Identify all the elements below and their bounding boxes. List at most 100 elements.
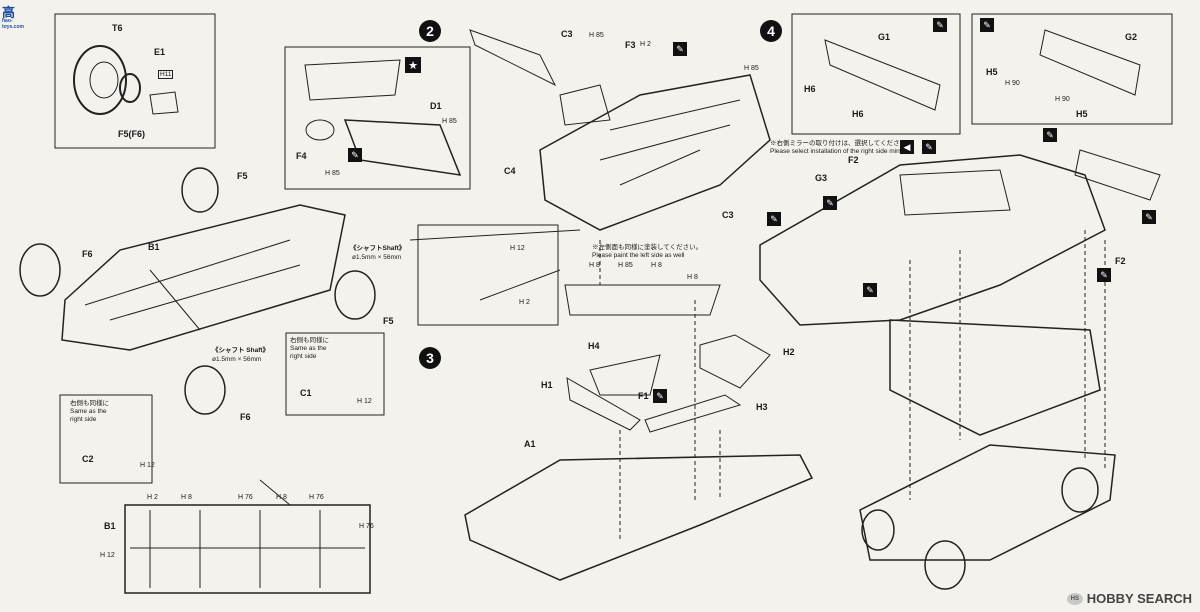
part-label-f2: F2	[848, 155, 859, 165]
paint-code: H 8	[651, 262, 662, 269]
part-label-c2: C2	[82, 454, 94, 464]
cement-icon: ✎	[980, 18, 994, 32]
c2-detail-box	[59, 394, 153, 484]
panel-h4	[589, 354, 661, 396]
part-label-h2: H2	[783, 347, 795, 357]
step-3-badge: 3	[419, 347, 441, 369]
interior-right	[889, 319, 1101, 436]
same-right-side-note: 右側も同様に Same as the right side	[290, 337, 329, 360]
paint-code: H 2	[519, 299, 530, 306]
watermark-text: 高	[2, 5, 16, 20]
part-label-f5: F5	[383, 316, 394, 326]
paint-code: H11	[158, 70, 174, 79]
bumper-detail-box	[971, 13, 1173, 125]
paint-code: H 12	[140, 462, 155, 469]
part-label-h5: H5	[986, 67, 998, 77]
part-label-g1: G1	[878, 32, 891, 42]
shaft-note-title: 《シャフト Shaft》	[212, 347, 270, 354]
part-label-f3: F3	[625, 40, 636, 50]
paint-code: H 90	[1005, 80, 1020, 87]
paint-code: H 85	[325, 170, 340, 177]
shaft-note-dimension: ø1.5mm × 56mm	[212, 356, 262, 363]
paint-code: H 85	[744, 65, 759, 72]
same-right-side-note: 右側も同様に Same as the right side	[70, 400, 109, 423]
seat-detail-box	[417, 224, 559, 326]
watermark-logo-bottom-right: HS HOBBY SEARCH	[1066, 591, 1192, 606]
wheel-f6-right	[184, 365, 226, 415]
paint-code: H 85	[442, 118, 457, 125]
wheel-f5-front	[181, 167, 219, 213]
cement-icon: ✎	[348, 148, 362, 162]
tonneau	[469, 29, 557, 87]
paint-code: H 12	[100, 552, 115, 559]
watermark-logo-top-left: 高 hao-toys.com	[2, 2, 24, 30]
part-label-h6: H6	[804, 84, 816, 94]
paint-code: H 76	[309, 494, 324, 501]
wheel-f5-right	[334, 270, 376, 320]
paint-code: H 8	[687, 274, 698, 281]
part-label-h3: H3	[756, 402, 768, 412]
tire-t6	[73, 45, 127, 115]
wheel-detail-box	[54, 13, 216, 149]
part-label-g3: G3	[815, 173, 828, 183]
part-label-g2: G2	[1125, 32, 1138, 42]
grille-g1	[824, 39, 941, 111]
paint-code: H 85	[618, 262, 633, 269]
grille-detail-box	[791, 13, 961, 135]
hub-f5	[149, 91, 179, 115]
paint-code: H 8	[589, 262, 600, 269]
panel-h2	[699, 334, 771, 389]
cement-icon: ✎	[653, 389, 667, 403]
paint-code: H 8	[181, 494, 192, 501]
lower-body-a1	[464, 454, 814, 581]
part-label-h4: H4	[588, 341, 600, 351]
paint-code: H 8	[276, 494, 287, 501]
paint-code: H 90	[1055, 96, 1070, 103]
panel-h3	[644, 394, 742, 433]
part-label-f4: F4	[296, 151, 307, 161]
watermark-text: HOBBY SEARCH	[1086, 591, 1192, 606]
paint-code: H 12	[510, 245, 525, 252]
upper-body	[759, 154, 1106, 326]
cement-icon: ✎	[1097, 268, 1111, 282]
step-4-badge: 4	[760, 20, 782, 42]
rear-bumper	[1074, 149, 1161, 201]
part-label-c3: C3	[561, 29, 573, 39]
part-label-b1: B1	[104, 521, 116, 531]
mirror-selection-note: ※右側ミラーの取り付けは、選択してください。 Please select ins…	[770, 140, 913, 155]
part-label-h5: H5	[1076, 109, 1088, 119]
part-label-a1: A1	[524, 439, 536, 449]
shaft-note-title: 《シャフトShaft》	[350, 245, 406, 252]
cement-icon: ✎	[922, 140, 936, 154]
paint-code: H 2	[640, 41, 651, 48]
part-label-h1: H1	[541, 380, 553, 390]
paint-code: H 76	[359, 523, 374, 530]
part-label-c4: C4	[504, 166, 516, 176]
cement-icon: ✎	[673, 42, 687, 56]
paint-code: H 12	[357, 398, 372, 405]
part-label-h6: H6	[852, 109, 864, 119]
ring-e1	[119, 73, 141, 103]
paint-code: H 76	[238, 494, 253, 501]
dash-d1	[343, 119, 462, 176]
chassis-b1	[61, 204, 346, 351]
part-label-f1: F1	[638, 391, 649, 401]
part-label-f5f6: F5(F6)	[118, 129, 145, 139]
paint-left-side-note: ※左側面も同様に塗装してください。 Please paint the left …	[592, 244, 703, 259]
part-label-f6: F6	[82, 249, 93, 259]
part-label-c3: C3	[722, 210, 734, 220]
part-label-f2: F2	[1115, 256, 1126, 266]
bumper-g2	[1039, 29, 1141, 96]
cement-icon: ✎	[823, 196, 837, 210]
part-label-b1: B1	[148, 242, 160, 252]
cement-icon: ✎	[863, 283, 877, 297]
cement-icon: ✎	[933, 18, 947, 32]
cement-icon: ✎	[767, 212, 781, 226]
seat-c3	[559, 84, 611, 126]
paint-code: H 2	[147, 494, 158, 501]
dash-detail-box	[284, 46, 471, 190]
shaft-note-dimension: ø1.5mm × 56mm	[352, 254, 402, 261]
star-icon: ★	[405, 57, 421, 73]
